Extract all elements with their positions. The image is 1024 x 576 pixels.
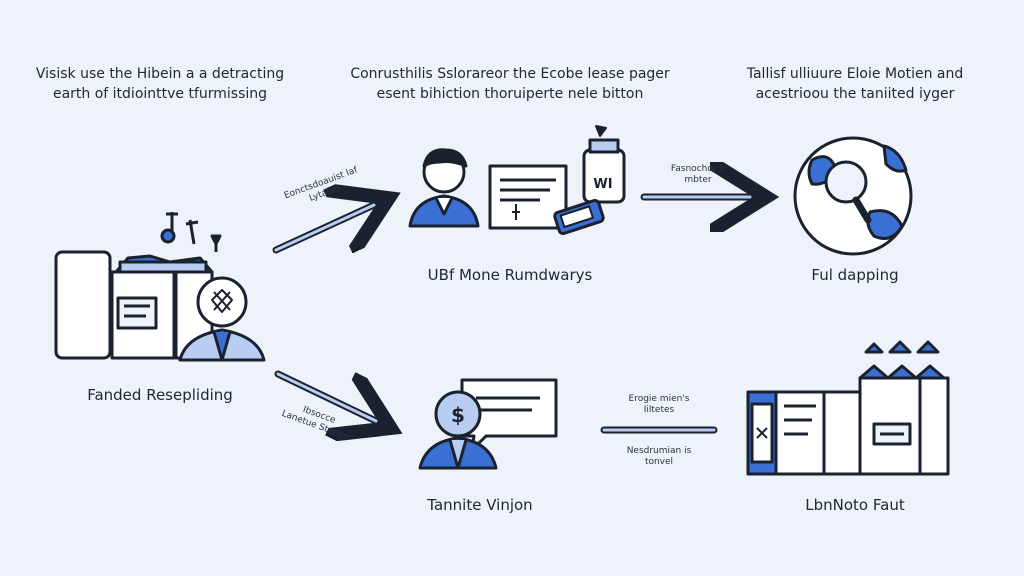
person-bottom-center-icon: $: [418, 390, 498, 470]
node-label-bottom-center: Tannite Vinjon: [427, 496, 533, 514]
arrow-label-top-right: Fasnochor fi mbter: [670, 164, 726, 185]
arrow-label-bottom-right-top: Erogie mien's Iiltetes: [628, 394, 690, 415]
globe-magnifier-icon: [793, 136, 913, 256]
money-hand-icon: [553, 198, 605, 236]
station-icon: [54, 212, 222, 360]
node-label-top-center: UBf Mone Rumdwarys: [427, 266, 593, 284]
node-label-bottom-right: LbnNoto Faut: [805, 496, 905, 514]
caption-left: Visisk use the Hibein a a detracting ear…: [35, 66, 285, 102]
node-label-top-right: Ful dapping: [811, 266, 899, 284]
jar-icon: [582, 125, 626, 204]
cabinet-icon: [746, 340, 950, 476]
caption-right: Tallisf ulliuure Eloie Motien and acestr…: [746, 66, 964, 102]
person-top-center-icon: [408, 148, 480, 228]
arrow-label-bottom-right-bottom: Nesdrumian is tonvel: [626, 446, 692, 467]
node-label-left: Fanded Resepliding: [87, 386, 233, 404]
document-icon: [488, 164, 568, 230]
jar-label: WI: [593, 177, 612, 192]
caption-center: Conrusthilis Sslorareor the Ecobe lease …: [350, 66, 670, 102]
person-left-icon: [178, 276, 266, 362]
svg-text:$: $: [451, 403, 465, 427]
